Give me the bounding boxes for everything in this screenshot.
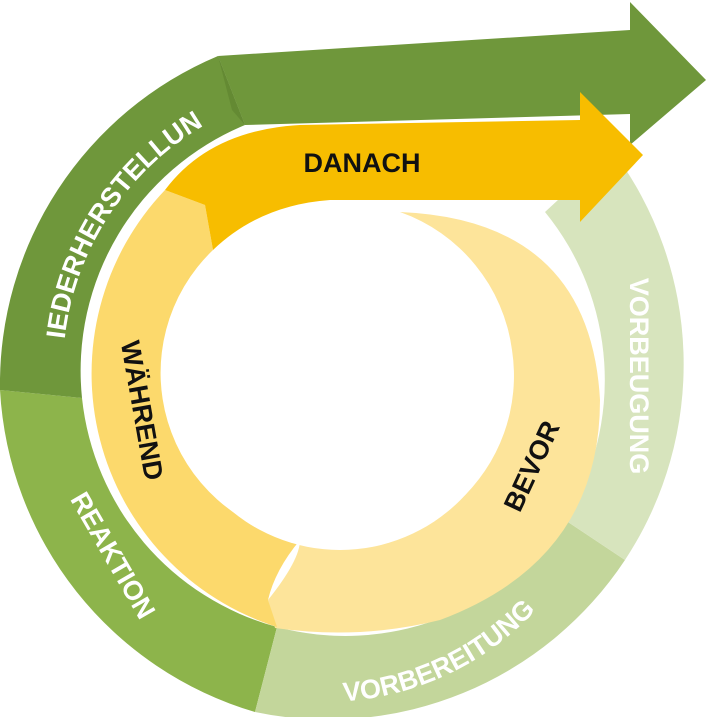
label-vorbeugung: VORBEUGUNG [624,278,654,475]
segment-wiederherstellung [0,56,245,398]
label-danach: DANACH [304,148,421,178]
center-hole [170,210,510,550]
segment-bevor [268,212,600,633]
segment-reaktion [0,390,277,712]
segment-waehrend [91,190,301,627]
outer-arrow-shade [218,56,245,125]
segment-vorbeugung [545,150,684,560]
danach-arrow [165,92,643,250]
